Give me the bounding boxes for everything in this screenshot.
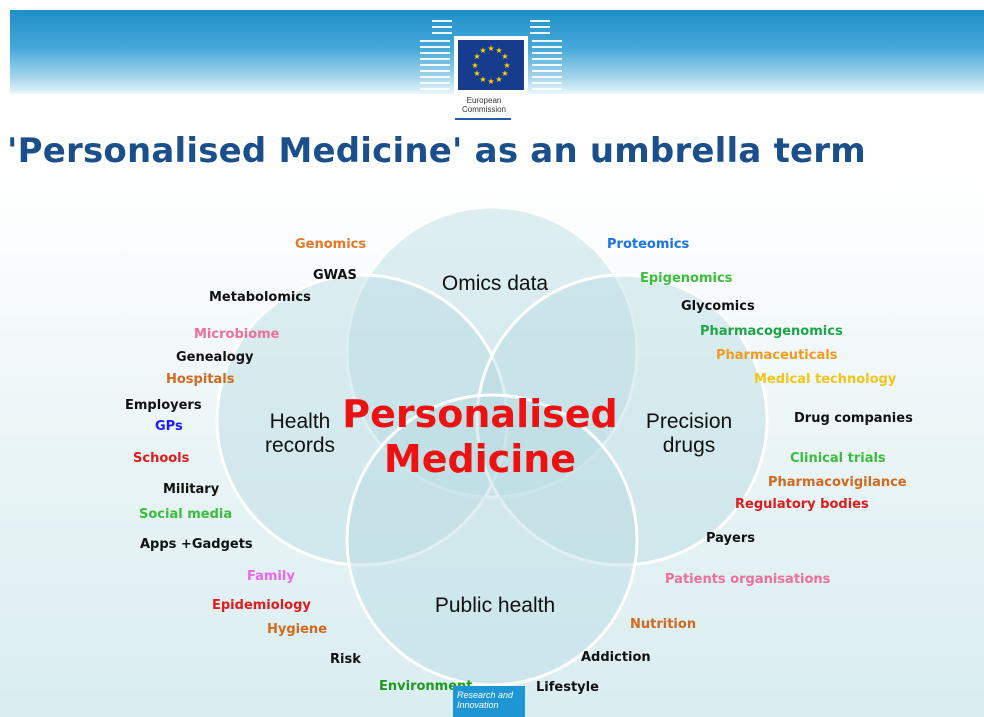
logo-label: European Commission — [461, 96, 506, 114]
term-schools: Schools — [133, 451, 190, 466]
svg-text:★: ★ — [479, 46, 486, 55]
svg-text:★: ★ — [487, 44, 494, 53]
term-social-media: Social media — [139, 507, 233, 522]
circle-label-public-health: Public health — [434, 594, 556, 617]
slide-title: 'Personalised Medicine' as an umbrella t… — [7, 131, 866, 171]
term-epidemiology: Epidemiology — [212, 598, 311, 613]
circle-omics — [345, 205, 639, 499]
term-hospitals: Hospitals — [166, 372, 235, 387]
term-risk: Risk — [330, 652, 361, 667]
central-label-line: Medicine — [383, 437, 577, 481]
research-innovation-badge — [453, 686, 525, 717]
term-employers: Employers — [125, 398, 202, 413]
term-gwas: GWAS — [313, 268, 357, 283]
term-drug-companies: Drug companies — [794, 411, 913, 426]
term-pharmacovigilance: Pharmacovigilance — [768, 475, 907, 490]
svg-text:★: ★ — [473, 52, 480, 61]
term-genealogy: Genealogy — [176, 350, 254, 365]
term-gps: GPs — [155, 419, 183, 434]
svg-text:★: ★ — [495, 75, 502, 84]
term-lifestyle: Lifestyle — [536, 680, 599, 695]
building-left — [420, 20, 452, 90]
central-label-line: Personalised — [342, 392, 618, 436]
term-nutrition: Nutrition — [630, 617, 697, 632]
european-commission-logo: ★ ★ ★ ★ ★ ★ ★ ★ ★ ★ ★ ★ — [420, 20, 562, 94]
term-genomics: Genomics — [295, 237, 367, 252]
term-regulatory-bodies: Regulatory bodies — [735, 497, 869, 512]
svg-text:★: ★ — [503, 61, 510, 70]
circle-precision-drugs — [475, 273, 769, 567]
term-metabolomics: Metabolomics — [209, 290, 311, 305]
eu-flag — [458, 40, 524, 90]
term-proteomics: Proteomics — [607, 237, 690, 252]
svg-text:★: ★ — [473, 69, 480, 78]
term-medical-technology: Medical technology — [754, 372, 897, 387]
logo-underline — [455, 118, 511, 120]
term-patients-organisations: Patients organisations — [665, 572, 831, 587]
svg-text:★: ★ — [495, 46, 502, 55]
term-clinical-trials: Clinical trials — [790, 451, 886, 466]
term-hygiene: Hygiene — [267, 622, 328, 637]
circle-label-omics: Omics data — [441, 272, 549, 295]
circle-health-records — [215, 273, 509, 567]
svg-text:★: ★ — [501, 69, 508, 78]
term-pharmacogenomics: Pharmacogenomics — [700, 324, 843, 339]
term-payers: Payers — [706, 531, 755, 546]
svg-text:★: ★ — [501, 52, 508, 61]
building-right — [530, 20, 562, 90]
term-apps-gadgets: Apps +Gadgets — [140, 537, 253, 552]
term-military: Military — [163, 482, 220, 497]
circle-label-line: Health — [269, 410, 331, 433]
term-epigenomics: Epigenomics — [640, 271, 733, 286]
circle-label-line: records — [264, 434, 336, 457]
term-environment: Environment — [379, 679, 473, 694]
term-microbiome: Microbiome — [194, 327, 280, 342]
eu-stars-icon: ★ ★ ★ ★ ★ ★ ★ ★ ★ ★ ★ ★ — [471, 44, 510, 86]
term-addiction: Addiction — [581, 650, 651, 665]
circle-label-line: Precision — [645, 410, 733, 433]
circle-public-health — [345, 393, 639, 687]
term-glycomics: Glycomics — [681, 299, 755, 314]
term-family: Family — [247, 569, 295, 584]
svg-text:★: ★ — [487, 77, 494, 86]
circle-label-line: drugs — [662, 434, 716, 457]
svg-text:★: ★ — [471, 61, 478, 70]
svg-text:★: ★ — [479, 75, 486, 84]
term-pharmaceuticals: Pharmaceuticals — [716, 348, 838, 363]
research-innovation-label: Research and Innovation — [457, 690, 514, 710]
